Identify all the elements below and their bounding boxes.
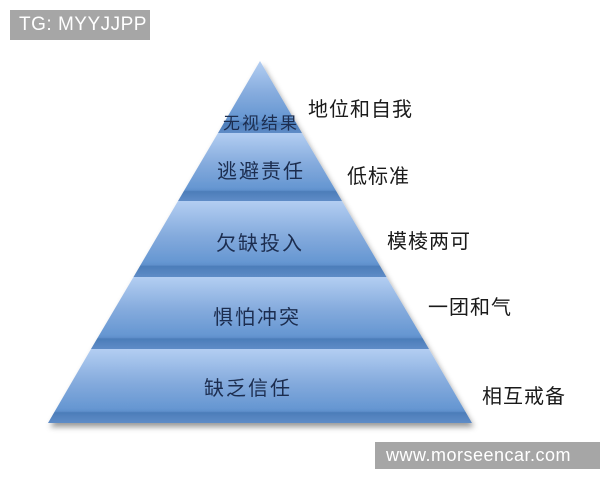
pyramid-tier-1-shape bbox=[218, 61, 302, 133]
pyramid-tier-5-shape bbox=[48, 349, 472, 423]
pyramid-level-5-label: 缺乏信任 bbox=[204, 376, 292, 400]
tg-badge: TG: MYYJJPP bbox=[10, 10, 150, 40]
pyramid-tier-4-shape bbox=[91, 277, 429, 349]
pyramid-level-4-label: 惧怕冲突 bbox=[213, 305, 301, 329]
pyramid-side-label-3: 模棱两可 bbox=[387, 229, 471, 253]
pyramid-side-label-4: 一团和气 bbox=[428, 295, 512, 319]
pyramid-level-1-label: 无视结果 bbox=[223, 114, 299, 134]
pyramid-level-2-label: 逃避责任 bbox=[217, 159, 305, 183]
pyramid-tier-2-shape bbox=[178, 133, 342, 201]
pyramid-side-label-2: 低标准 bbox=[347, 164, 410, 188]
pyramid-tier-3-shape bbox=[133, 201, 387, 277]
watermark-bar: www.morseencar.com bbox=[375, 442, 600, 469]
pyramid-side-label-1: 地位和自我 bbox=[308, 97, 413, 121]
pyramid-side-label-5: 相互戒备 bbox=[482, 384, 566, 408]
pyramid-level-3-label: 欠缺投入 bbox=[216, 231, 304, 255]
